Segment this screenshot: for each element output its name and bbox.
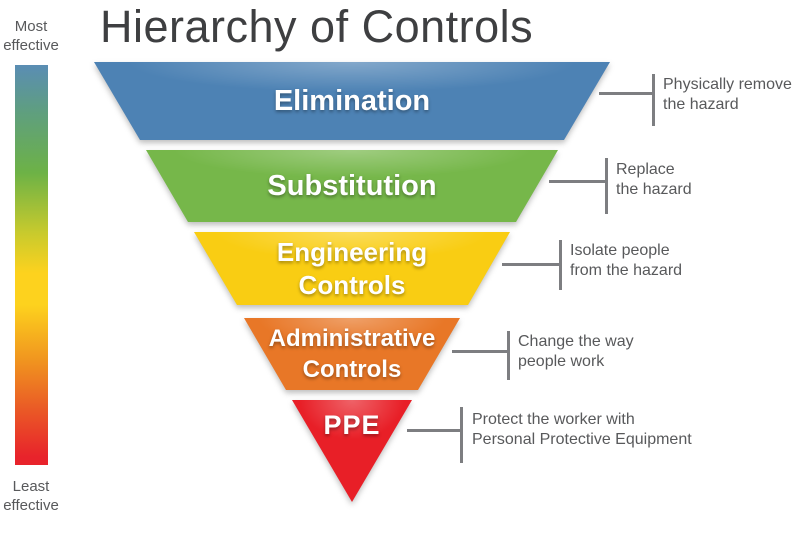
least-effective-label-line2: effective bbox=[3, 497, 59, 514]
connector-line-substitution bbox=[549, 180, 607, 183]
connector-tick-substitution bbox=[605, 158, 608, 214]
level-ppe: PPE bbox=[292, 400, 412, 502]
annotation-elimination: Physically remove the hazard bbox=[663, 75, 792, 115]
level-engineering-controls-label-line2: Controls bbox=[298, 269, 406, 300]
annotation-engineering-controls: Isolate people from the hazard bbox=[570, 241, 682, 281]
annotation-administrative-controls-line2: people work bbox=[518, 353, 605, 370]
level-administrative-controls-label-line2: Controls bbox=[302, 356, 402, 383]
connector-tick-elimination bbox=[652, 74, 655, 126]
level-engineering-controls: Engineering Controls bbox=[194, 232, 510, 305]
level-ppe-shape: PPE bbox=[292, 400, 412, 502]
annotation-engineering-controls-line2: from the hazard bbox=[570, 262, 683, 279]
connector-line-engineering-controls bbox=[502, 263, 561, 266]
level-administrative-controls-label-line1: Administrative bbox=[268, 325, 436, 352]
most-effective-label-line1: Most bbox=[14, 18, 48, 35]
connector-line-elimination bbox=[599, 92, 653, 95]
connector-tick-ppe bbox=[460, 407, 463, 463]
most-effective-label: Most effective bbox=[0, 17, 65, 55]
connector-tick-engineering-controls bbox=[559, 240, 562, 290]
most-effective-label-line2: effective bbox=[3, 37, 59, 54]
annotation-administrative-controls: Change the way people work bbox=[518, 332, 634, 372]
least-effective-label-line1: Least bbox=[12, 478, 50, 495]
level-elimination-label: Elimination bbox=[273, 84, 431, 117]
level-engineering-controls-label-line1: Engineering bbox=[276, 236, 428, 267]
level-engineering-controls-shape: Engineering Controls bbox=[194, 232, 510, 305]
effectiveness-gradient-bar bbox=[15, 65, 48, 465]
level-substitution: Substitution bbox=[146, 150, 558, 222]
least-effective-label: Least effective bbox=[0, 477, 65, 515]
annotation-elimination-line2: the hazard bbox=[663, 96, 739, 113]
level-substitution-shape: Substitution bbox=[146, 150, 558, 222]
level-ppe-label: PPE bbox=[323, 410, 381, 440]
connector-line-administrative-controls bbox=[452, 350, 509, 353]
level-engineering-controls-label: Engineering Controls bbox=[277, 236, 427, 302]
annotation-elimination-line1: Physically remove bbox=[663, 76, 792, 93]
level-administrative-controls-label: Administrative Controls bbox=[269, 323, 436, 385]
level-substitution-label: Substitution bbox=[267, 169, 437, 202]
level-elimination-shape: Elimination bbox=[94, 62, 610, 140]
level-administrative-controls: Administrative Controls bbox=[244, 318, 460, 390]
annotation-ppe: Protect the worker with Personal Protect… bbox=[472, 410, 692, 450]
annotation-substitution: Replace the hazard bbox=[616, 160, 692, 200]
level-elimination: Elimination bbox=[94, 62, 610, 140]
connector-tick-administrative-controls bbox=[507, 331, 510, 380]
annotation-administrative-controls-line1: Change the way bbox=[518, 333, 634, 350]
annotation-ppe-line1: Protect the worker with bbox=[472, 411, 635, 428]
connector-line-ppe bbox=[407, 429, 462, 432]
annotation-substitution-line1: Replace bbox=[616, 161, 675, 178]
annotation-engineering-controls-line1: Isolate people bbox=[570, 242, 670, 259]
page-title: Hierarchy of Controls bbox=[100, 1, 534, 52]
level-administrative-controls-shape: Administrative Controls bbox=[244, 318, 460, 390]
annotation-ppe-line2: Personal Protective Equipment bbox=[472, 431, 692, 448]
annotation-substitution-line2: the hazard bbox=[616, 181, 692, 198]
